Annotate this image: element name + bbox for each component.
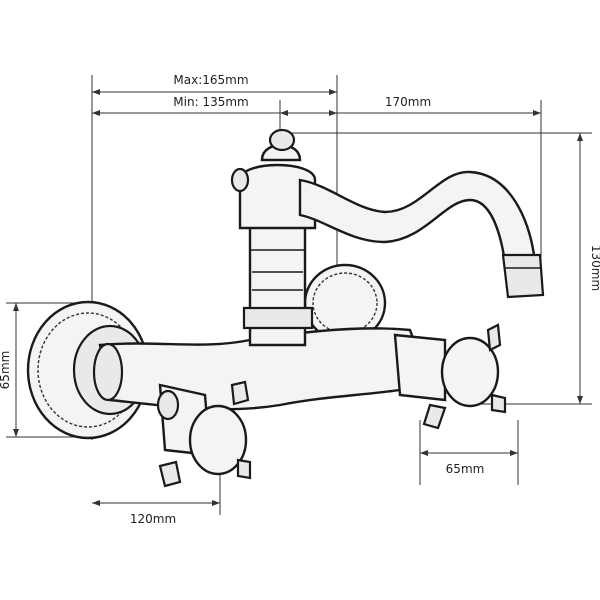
center-distance-label: 120mm [130, 512, 176, 526]
right-valve-cap [440, 336, 500, 408]
max-reach-label: Max:165mm [173, 73, 248, 87]
faucet-body [26, 128, 545, 488]
dimension-lines [6, 75, 592, 515]
dimension-labels: Max:165mm Min: 135mm 170mm 130mm 65mm 65… [0, 73, 600, 526]
left-valve-ring [156, 389, 180, 421]
column-collar [242, 306, 314, 330]
wall-plate-label: 65mm [0, 351, 12, 390]
spout-nozzle [501, 253, 545, 299]
arrow-head [212, 500, 220, 506]
arrow-head [420, 450, 428, 456]
arrow-head [92, 89, 100, 95]
right-handle-arm-top [486, 323, 502, 352]
right-handle-arm-right [490, 393, 507, 414]
arrow-head [577, 133, 583, 141]
min-reach-label: Min: 135mm [173, 95, 248, 109]
arrow-head [92, 500, 100, 506]
left-handle-arm-bottom [158, 460, 182, 488]
arrow-head [280, 110, 288, 116]
spout-height-label: 130mm [589, 245, 600, 291]
arrow-head [329, 89, 337, 95]
arrow-head [577, 396, 583, 404]
handle-offset-label: 65mm [446, 462, 485, 476]
arrow-head [510, 450, 518, 456]
spout-length-label: 170mm [385, 95, 431, 109]
body-left-end [92, 342, 124, 402]
arrow-head [13, 303, 19, 311]
head-side-knob [230, 167, 250, 193]
left-handle-arm-top [230, 380, 250, 406]
spout [298, 170, 537, 264]
head-finial [268, 128, 296, 152]
back-flange-ornament [312, 272, 378, 334]
right-valve-body [393, 333, 447, 402]
arrow-head [92, 110, 100, 116]
left-handle-arm-right [236, 458, 252, 480]
arrow-head [533, 110, 541, 116]
arrow-head [13, 429, 19, 437]
left-valve-cap [188, 404, 248, 476]
right-handle-arm-bottom [422, 403, 447, 430]
